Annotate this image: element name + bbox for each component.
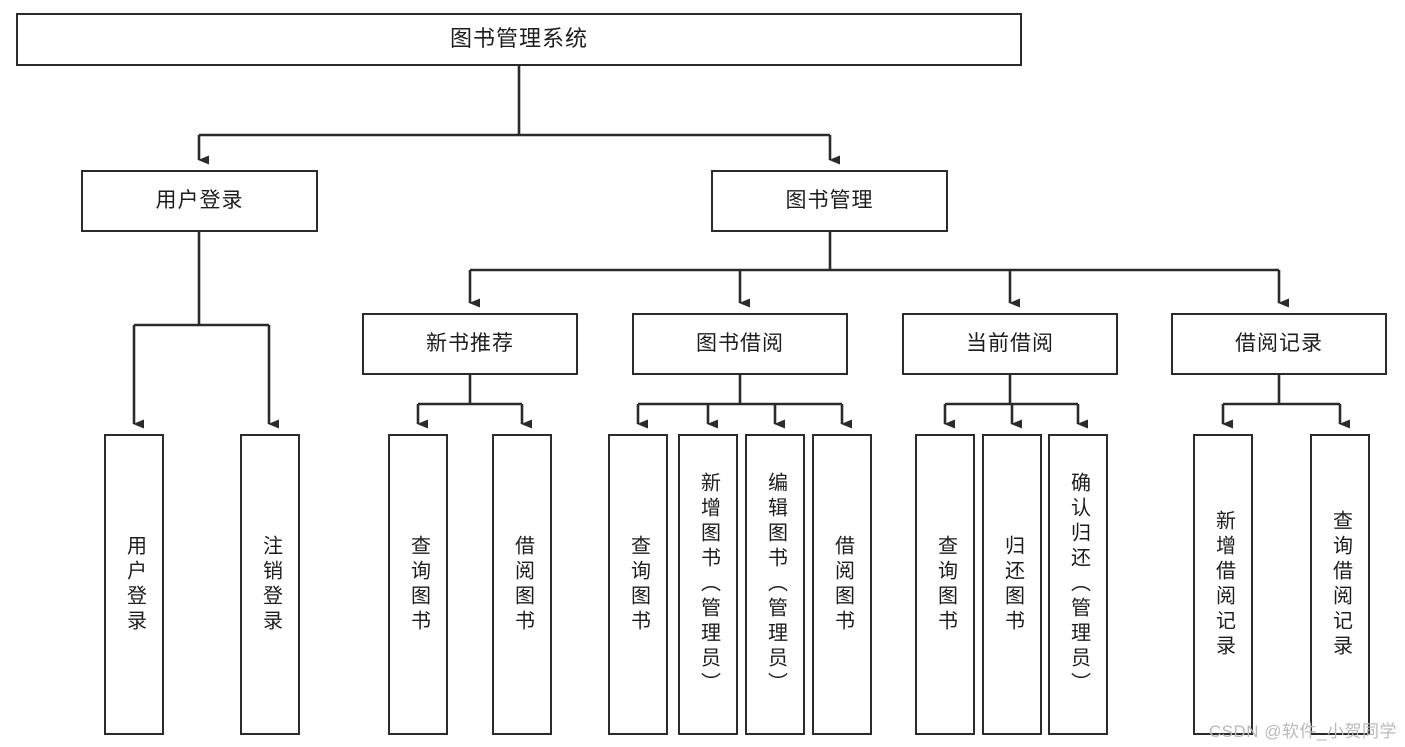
node-label: 查询图书: [934, 534, 957, 635]
node-label: 图书管理: [785, 189, 874, 213]
node-label: 图书借阅: [696, 332, 784, 356]
node-label: 确认归还（管理员）: [1067, 472, 1090, 697]
leaf-query-book-current[interactable]: 查询图书: [915, 434, 975, 735]
leaf-borrow-book-recommend[interactable]: 借阅图书: [492, 434, 552, 735]
node-borrow-record[interactable]: 借阅记录: [1171, 313, 1387, 375]
node-label: 查询图书: [407, 534, 430, 635]
leaf-return-book[interactable]: 归还图书: [982, 434, 1042, 735]
node-label: 当前借阅: [966, 332, 1054, 356]
node-label: 新增图书（管理员）: [697, 472, 720, 697]
node-label: 注销登录: [259, 534, 282, 635]
csdn-watermark: CSDN @软件_小贺同学: [1208, 722, 1397, 741]
leaf-add-book-admin[interactable]: 新增图书（管理员）: [678, 434, 738, 735]
node-label: 编辑图书（管理员）: [764, 472, 787, 697]
node-book-borrow[interactable]: 图书借阅: [632, 313, 848, 375]
node-book-manage[interactable]: 图书管理: [711, 170, 948, 232]
node-label: 图书管理系统: [449, 26, 588, 52]
leaf-user-login[interactable]: 用户登录: [104, 434, 164, 735]
leaf-query-borrow-record[interactable]: 查询借阅记录: [1310, 434, 1370, 735]
leaf-add-borrow-record[interactable]: 新增借阅记录: [1193, 434, 1253, 735]
leaf-confirm-return-admin[interactable]: 确认归还（管理员）: [1048, 434, 1108, 735]
leaf-edit-book-admin[interactable]: 编辑图书（管理员）: [745, 434, 805, 735]
node-label: 新增借阅记录: [1212, 509, 1235, 660]
node-label: 归还图书: [1001, 534, 1024, 635]
node-label: 借阅记录: [1235, 332, 1323, 356]
node-user-login[interactable]: 用户登录: [81, 170, 318, 232]
leaf-logout[interactable]: 注销登录: [240, 434, 300, 735]
node-current-borrow[interactable]: 当前借阅: [902, 313, 1118, 375]
node-label: 借阅图书: [511, 534, 534, 635]
leaf-query-book-borrow[interactable]: 查询图书: [608, 434, 668, 735]
node-label: 用户登录: [123, 534, 146, 635]
node-label: 查询借阅记录: [1329, 509, 1352, 660]
node-label: 新书推荐: [426, 332, 514, 356]
node-label: 用户登录: [155, 189, 244, 213]
node-new-book-recommend[interactable]: 新书推荐: [362, 313, 578, 375]
node-label: 借阅图书: [831, 534, 854, 635]
leaf-borrow-book[interactable]: 借阅图书: [812, 434, 872, 735]
leaf-query-book-recommend[interactable]: 查询图书: [388, 434, 448, 735]
node-label: 查询图书: [627, 534, 650, 635]
node-root-system[interactable]: 图书管理系统: [16, 13, 1022, 66]
